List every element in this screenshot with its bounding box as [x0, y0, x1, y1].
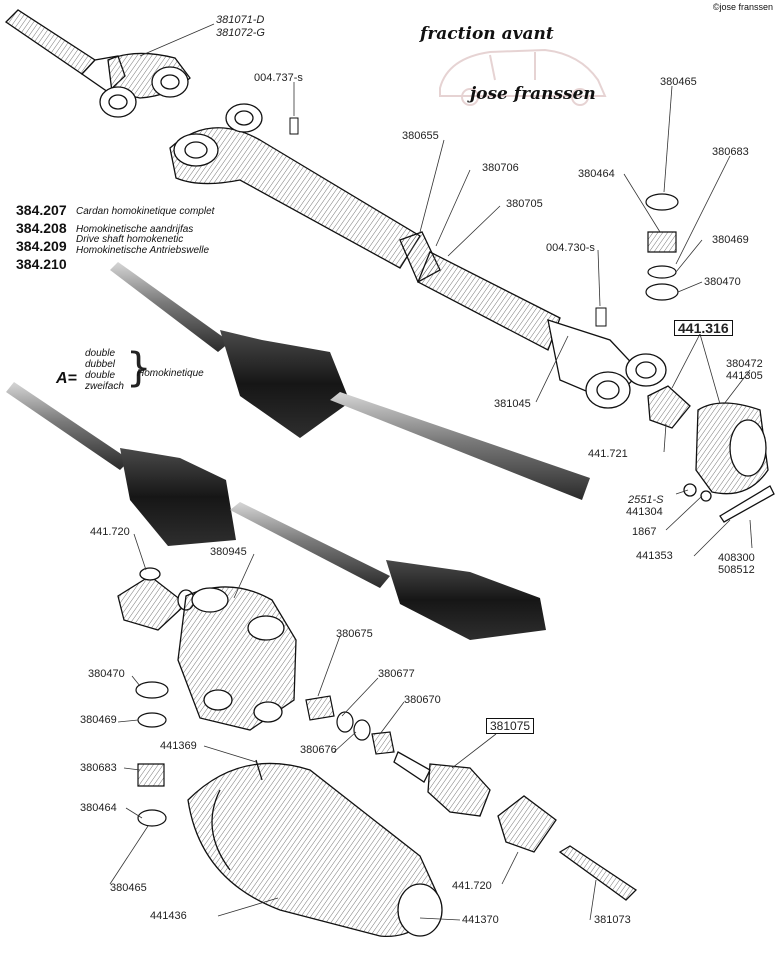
- callout-381045: 381045: [494, 398, 531, 410]
- legend-a-suffix: Homokinetique: [137, 368, 204, 379]
- callout-508512: 508512: [718, 564, 755, 576]
- pn-code-1: 384.208: [16, 220, 67, 236]
- callout-380706: 380706: [482, 162, 519, 174]
- callout-380465-left: 380465: [110, 882, 147, 894]
- callout-2551: 2551-S: [628, 494, 664, 506]
- brand-line-2: jose franssen: [470, 84, 596, 104]
- callout-381071: 381071-D: [216, 14, 265, 26]
- callout-441305: 441305: [726, 370, 763, 382]
- callout-408300: 408300: [718, 552, 755, 564]
- callout-441436: 441436: [150, 910, 187, 922]
- callout-380683-top: 380683: [712, 146, 749, 158]
- callout-380655: 380655: [402, 130, 439, 142]
- callout-441304: 441304: [626, 506, 663, 518]
- legend-a-variant-1: dubbel: [85, 359, 116, 370]
- spring-and-rings: [305, 695, 395, 755]
- pn-desc-1: Homokinetische aandrijfas: [76, 224, 194, 235]
- callout-441721: 441.721: [588, 448, 628, 460]
- brand-line-1: fraction avant: [420, 24, 554, 44]
- callout-380470-left: 380470: [88, 668, 125, 680]
- callout-380670: 380670: [404, 694, 441, 706]
- legend-brace: }: [126, 345, 152, 391]
- car-watermark: [439, 48, 607, 106]
- photo-shaft-1: [110, 262, 590, 500]
- pn-desc-2: Drive shaft homokenetic: [76, 234, 184, 245]
- callout-380675: 380675: [336, 628, 373, 640]
- cross-441720-lower: [497, 795, 557, 853]
- callout-441353: 441353: [636, 550, 673, 562]
- legend-a-variant-2: double: [85, 370, 116, 381]
- callout-381072: 381072-G: [216, 27, 265, 39]
- callout-441370: 441370: [462, 914, 499, 926]
- callout-004730: 004.730-s: [546, 242, 595, 254]
- callout-380470-top: 380470: [704, 276, 741, 288]
- pn-desc-0: Cardan homokinetique complet: [76, 206, 215, 217]
- copyright: ©jose franssen: [712, 2, 773, 12]
- callout-441720-lower: 441.720: [452, 880, 492, 892]
- drive-shaft-upper: [169, 103, 667, 409]
- shaft-381075: [393, 751, 491, 817]
- callout-381075: 381075: [486, 718, 535, 734]
- pn-desc-3: Homokinetische Antriebswelle: [76, 245, 210, 256]
- callout-380683-left: 380683: [80, 762, 117, 774]
- legend-a-variant-0: double: [85, 348, 116, 359]
- callout-380464-top: 380464: [578, 168, 615, 180]
- bearing-set-upper: [645, 193, 679, 301]
- left-small-rings: [135, 681, 169, 827]
- grease-nipples: [289, 117, 607, 327]
- photo-shaft-2: [6, 382, 546, 640]
- legend-a-variant-3: zweifach: [85, 381, 124, 392]
- legend-a-prefix: A=: [56, 370, 77, 387]
- pn-code-0: 384.207: [16, 202, 67, 218]
- yoke-380945: [177, 586, 297, 731]
- boot-441436: [187, 759, 443, 937]
- stub-axle-381071: [4, 9, 191, 118]
- pn-code-2: 384.209: [16, 238, 67, 254]
- callout-1867: 1867: [632, 526, 657, 538]
- leader-lines: [109, 23, 753, 921]
- callout-381073: 381073: [594, 914, 631, 926]
- pin-381073: [558, 845, 638, 901]
- callout-380464-left: 380464: [80, 802, 117, 814]
- callout-441369: 441369: [160, 740, 197, 752]
- pn-code-4: 384.210: [16, 256, 67, 272]
- callout-380676: 380676: [300, 744, 337, 756]
- callout-380705: 380705: [506, 198, 543, 210]
- callout-380469-top: 380469: [712, 234, 749, 246]
- callout-441720-upper: 441.720: [90, 526, 130, 538]
- callout-380677: 380677: [378, 668, 415, 680]
- callout-380465-top: 380465: [660, 76, 697, 88]
- joint-441316: [647, 385, 775, 523]
- callout-380469-left: 380469: [80, 714, 117, 726]
- callout-380472: 380472: [726, 358, 763, 370]
- callout-441316: 441.316: [674, 320, 733, 336]
- callout-004737: 004.737-s: [254, 72, 303, 84]
- callout-380945: 380945: [210, 546, 247, 558]
